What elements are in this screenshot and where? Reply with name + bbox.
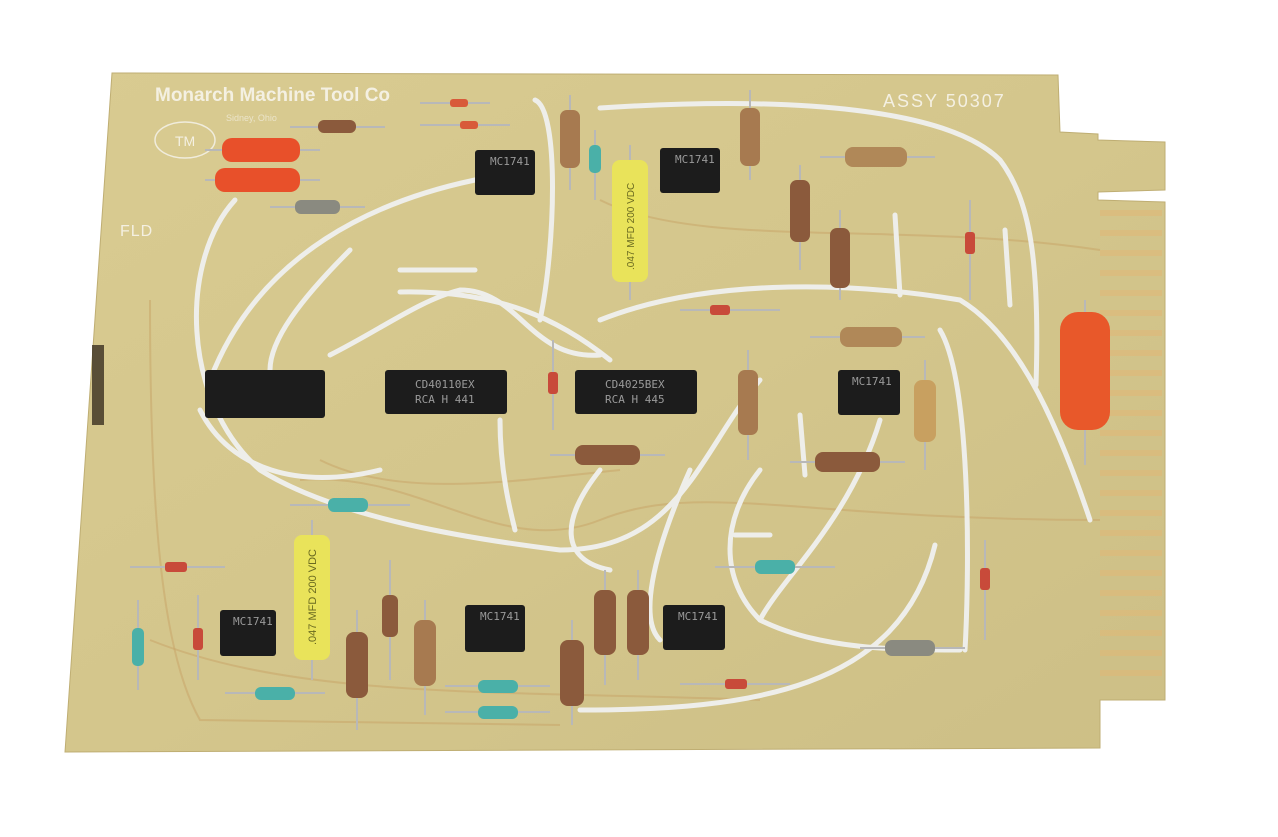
capacitor-red-2 <box>205 168 320 192</box>
svg-text:MC1741: MC1741 <box>233 615 273 628</box>
svg-text:RCA H 445: RCA H 445 <box>605 393 665 406</box>
capacitor-yellow-top: .047 MFD 200 VDC <box>612 145 648 300</box>
svg-text:CD4025BEX: CD4025BEX <box>605 378 665 391</box>
corner-label: FLD <box>120 223 153 240</box>
ic-u8: MC1741 <box>465 605 525 652</box>
svg-text:MC1741: MC1741 <box>490 155 530 168</box>
svg-text:TM: TM <box>175 133 195 149</box>
capacitor-yellow-bottom: .047 MFD 200 VDC <box>294 520 330 680</box>
assembly-label: ASSY 50307 <box>883 91 1006 111</box>
svg-text:MC1741: MC1741 <box>678 610 718 623</box>
ic-cd40110ex: CD40110EX RCA H 441 <box>385 370 507 414</box>
board-edge-mark <box>92 345 104 425</box>
maker-logo: TM <box>154 121 216 159</box>
ic-u6: MC1741 <box>838 370 900 415</box>
svg-text:MC1741: MC1741 <box>852 375 892 388</box>
svg-text:RCA H 441: RCA H 441 <box>415 393 475 406</box>
ic-u2: MC1741 <box>660 148 720 193</box>
maker-label: Monarch Machine Tool Co <box>155 85 390 106</box>
ic-u9: MC1741 <box>663 605 725 650</box>
small-components <box>130 99 990 719</box>
svg-text:.047 MFD 200 VDC: .047 MFD 200 VDC <box>626 183 637 270</box>
svg-text:CD40110EX: CD40110EX <box>415 378 475 391</box>
resistors <box>270 90 965 730</box>
location-label: Sidney, Ohio <box>226 113 277 123</box>
ic-u3 <box>205 370 325 418</box>
ic-u1: MC1741 <box>475 150 535 195</box>
ic-u7: MC1741 <box>220 610 276 656</box>
capacitor-red-1 <box>205 138 320 162</box>
svg-text:MC1741: MC1741 <box>480 610 520 623</box>
ic-cd4025bex: CD4025BEX RCA H 445 <box>575 370 697 414</box>
capacitor-red-large <box>1060 300 1110 465</box>
edge-connector-fingers <box>1100 210 1162 676</box>
svg-text:MC1741: MC1741 <box>675 153 715 166</box>
svg-text:.047 MFD 200 VDC: .047 MFD 200 VDC <box>307 549 319 645</box>
